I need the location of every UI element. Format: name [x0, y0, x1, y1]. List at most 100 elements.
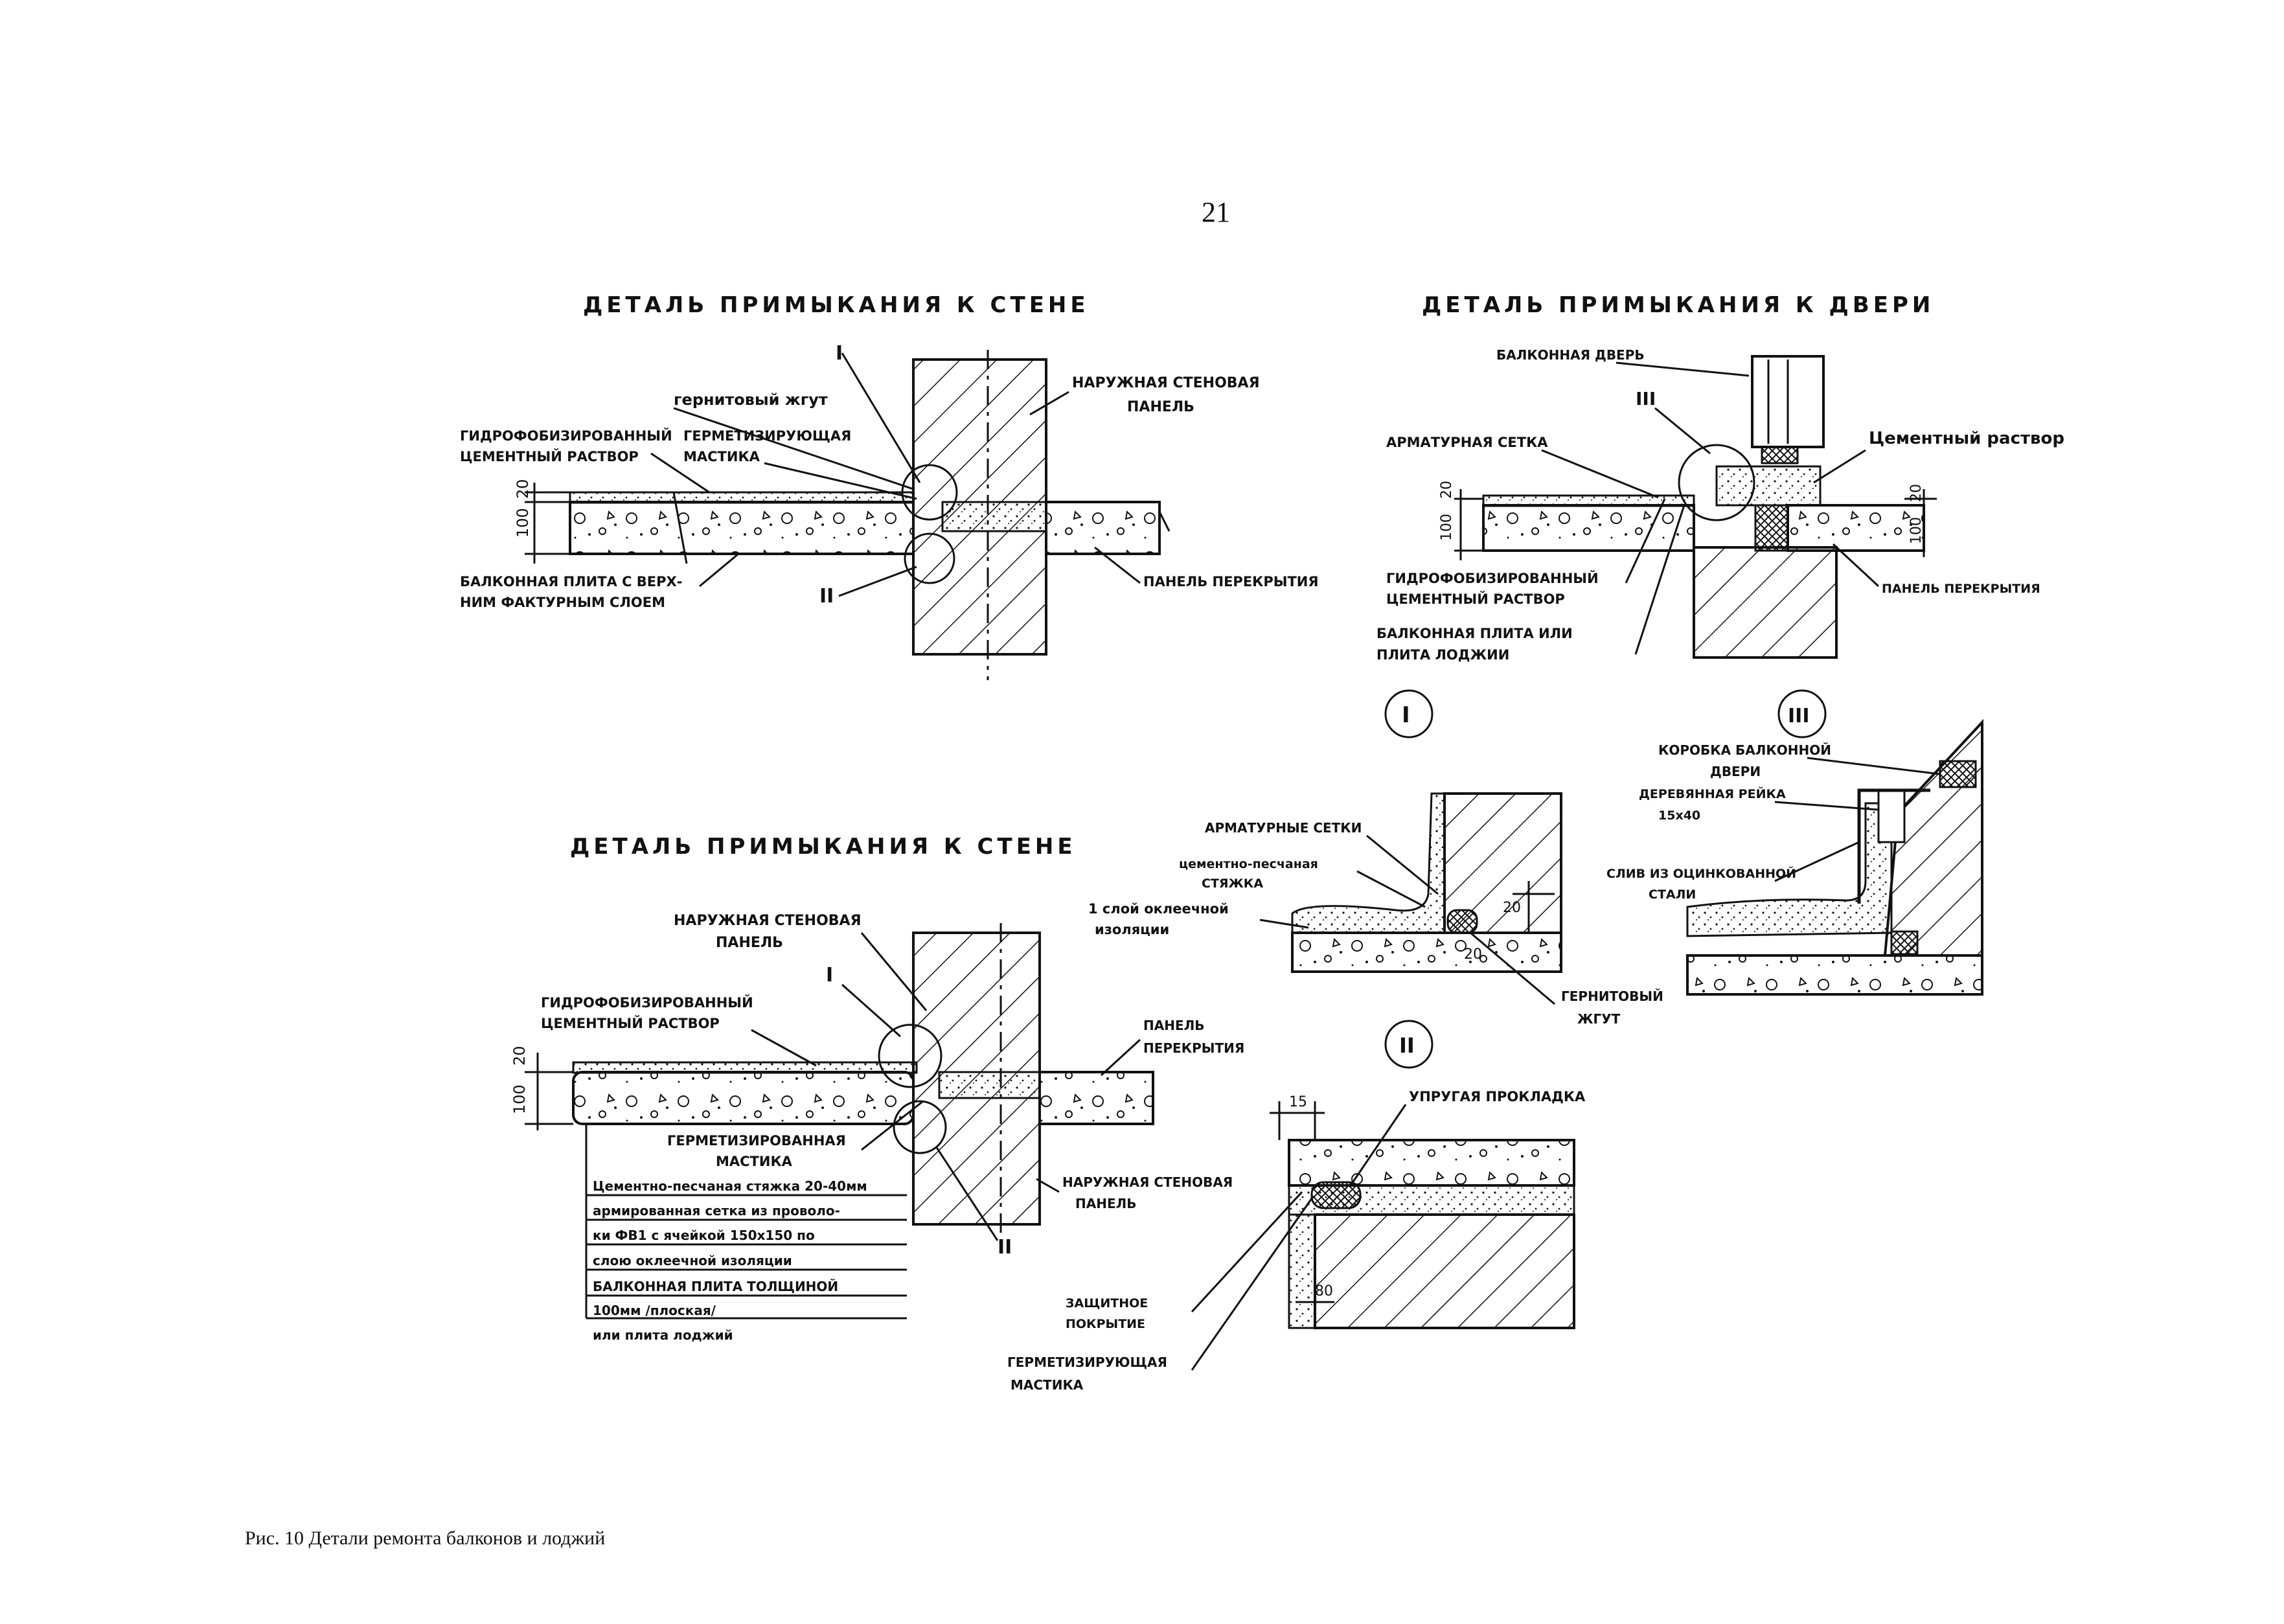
label-door-hydro-2: ЦЕМЕНТНЫЙ РАСТВОР — [1386, 591, 1565, 607]
leader-node-II-cover — [1191, 1191, 1303, 1313]
node-I-label-screed-2: СТЯЖКА — [1202, 876, 1263, 891]
leader-mesh — [1541, 449, 1659, 499]
bottom-label-outer-b: НАРУЖНАЯ СТЕНОВАЯ — [1062, 1174, 1233, 1190]
bottom-label-hydro: ГИДРОФОБИЗИРОВАННЫЙ — [541, 994, 753, 1011]
node-I-label-harness: ГЕРНИТОВЫЙ — [1561, 989, 1663, 1004]
leader-outer-panel — [1029, 391, 1069, 416]
node-II-label-sealant: ГЕРМЕТИЗИРУЮЩАЯ — [1007, 1355, 1167, 1370]
bottom-label-floor: ПАНЕЛЬ — [1143, 1018, 1204, 1033]
harness-door — [1754, 504, 1789, 552]
dim-door-100: 100 — [1439, 514, 1455, 541]
bottom-label-hydro-2: ЦЕМЕНТНЫЙ РАСТВОР — [541, 1015, 720, 1031]
node-II-elastic-gasket — [1310, 1181, 1362, 1209]
detail-wall-bottom: ДЕТАЛЬ ПРИМЫКАНИЯ К СТЕНЕ 100 20 НАРУЖНА… — [510, 834, 1244, 1343]
leader-sealant — [764, 462, 917, 500]
node-II-circle — [1384, 1020, 1433, 1069]
node-III-label-flashing-2: СТАЛИ — [1649, 887, 1696, 902]
detail-wall-top-title: ДЕТАЛЬ ПРИМЫКАНИЯ К СТЕНЕ — [583, 292, 1090, 318]
node-II-joint — [1288, 1213, 1316, 1329]
bottom-floor-panel — [1038, 1071, 1154, 1125]
node-II: II 15 80 УПРУГАЯ ПРОКЛАДКА ЗАЩИТНОЕ ПОКР… — [1007, 1020, 1586, 1393]
leader-harness — [673, 407, 914, 490]
bottom-label-sealed: ГЕРМЕТИЗИРОВАННАЯ — [667, 1133, 846, 1149]
leader-door-floor — [1832, 543, 1880, 588]
floor-panel — [1045, 501, 1161, 555]
dim-door-20: 20 — [1439, 481, 1455, 499]
node-II-marker: II — [1399, 1033, 1415, 1058]
leader-II — [838, 566, 917, 597]
node-II-label-sealant-2: МАСТИКА — [1011, 1377, 1084, 1393]
label-outer-panel: НАРУЖНАЯ СТЕНОВАЯ — [1072, 375, 1260, 391]
figure-caption: Рис. 10 Детали ремонта балконов и лоджий — [245, 1527, 606, 1549]
bottom-joint-fill — [938, 1071, 1041, 1099]
leader-door-slab — [1634, 505, 1685, 655]
label-balcony-slab: БАЛКОННАЯ ПЛИТА С ВЕРХ- — [460, 574, 682, 589]
bottom-label-floor-2: ПЕРЕКРЫТИЯ — [1143, 1040, 1244, 1056]
hydro-screed-door — [1482, 494, 1695, 507]
node-III-flashing — [1857, 788, 1930, 904]
leader-node-II-elastic — [1349, 1104, 1407, 1186]
node-II-slab — [1288, 1139, 1575, 1187]
node-II-dim-depth: 80 — [1315, 1283, 1333, 1299]
node-II-dim-width: 15 — [1289, 1094, 1307, 1110]
node-II-label-cover-2: ПОКРЫТИЕ — [1066, 1317, 1145, 1331]
bottom-label-outer-panel: НАРУЖНАЯ СТЕНОВАЯ — [674, 913, 862, 929]
leader-I — [841, 352, 921, 483]
leader-bottom-outer-b — [1036, 1178, 1060, 1193]
lower-wall — [1693, 546, 1838, 659]
page-number: 21 — [1202, 196, 1230, 228]
leader-node-I-harness — [1470, 932, 1555, 1005]
node-II-label-cover: ЗАЩИТНОЕ — [1066, 1296, 1148, 1310]
node-III: III КОРОБКА БАЛКОННОЙ ДВЕРИ ДЕРЕВЯННАЯ Р… — [1606, 689, 1983, 996]
leader-bottom-floor — [1100, 1038, 1141, 1077]
node-I-marker: I — [1402, 702, 1410, 728]
bottom-callout-II — [893, 1100, 947, 1154]
break-line-right — [1158, 511, 1171, 532]
detail-wall-top: ДЕТАЛЬ ПРИМЫКАНИЯ К СТЕНЕ 20 100 I герни… — [460, 292, 1319, 680]
node-I-circle — [1384, 689, 1433, 738]
node-III-screed — [1686, 802, 1893, 937]
node-III-label-frame: КОРОБКА БАЛКОННОЙ — [1658, 742, 1831, 758]
node-I-wall — [1443, 792, 1562, 934]
leader-floor-panel — [1094, 546, 1141, 584]
detail-door: ДЕТАЛЬ ПРИМЫКАНИЯ К ДВЕРИ 100 20 20 100 … — [1376, 292, 2064, 663]
layer-text: или плита лоджий — [593, 1327, 733, 1343]
label-hydro-2: ЦЕМЕНТНЫЙ РАСТВОР — [460, 448, 639, 464]
balcony-slab — [569, 501, 915, 555]
layer-text: слою оклеечной изоляции — [593, 1253, 792, 1268]
leader-cement — [1813, 449, 1866, 484]
leader-node-III-frame — [1807, 757, 1941, 775]
leader-bottom-hydro — [751, 1029, 817, 1067]
node-I-screed — [1291, 792, 1446, 934]
label-balcony-door: БАЛКОННАЯ ДВЕРЬ — [1496, 347, 1645, 363]
leader-node-I-mesh — [1366, 834, 1439, 895]
label-door-floor-panel: ПАНЕЛЬ ПЕРЕКРЫТИЯ — [1882, 582, 2040, 596]
node-I-label-layer: 1 слой оклеечной — [1088, 901, 1229, 917]
leader-node-III-rail — [1774, 801, 1879, 811]
label-harness: гернитовый жгут — [674, 391, 828, 409]
node-I-label-harness-2: ЖГУТ — [1577, 1011, 1621, 1027]
dim-door-right-20: 20 — [1908, 484, 1924, 502]
leader-bottom-sealed — [861, 1100, 924, 1151]
marker-II: II — [819, 585, 834, 608]
dim-door-right-100: 100 — [1908, 517, 1924, 544]
node-III-label-rail-2: 15х40 — [1658, 808, 1700, 823]
leader-bottom-I — [841, 983, 901, 1038]
callout-circle-III — [1678, 444, 1755, 521]
node-III-circle — [1777, 689, 1827, 738]
marker-I: I — [836, 342, 843, 365]
bottom-balcony-slab — [572, 1071, 915, 1125]
node-I-slab — [1291, 932, 1562, 973]
layer-text: армированная сетка из проволо- — [593, 1203, 840, 1218]
node-III-frame — [1939, 760, 1977, 788]
leader-door-hydro — [1625, 498, 1666, 584]
node-III-label-rail: ДЕРЕВЯННАЯ РЕЙКА — [1639, 786, 1786, 801]
node-III-rail — [1877, 789, 1906, 843]
leader-node-II-sealant — [1191, 1198, 1313, 1371]
leader-node-I-screed — [1356, 870, 1426, 908]
leader-hydro — [650, 452, 710, 494]
layer-text: Цементно-песчаная стяжка 20-40мм — [593, 1178, 867, 1194]
bottom-callout-I — [878, 1024, 942, 1088]
node-III-slab — [1686, 954, 1983, 996]
label-cement: Цементный раствор — [1869, 429, 2064, 448]
